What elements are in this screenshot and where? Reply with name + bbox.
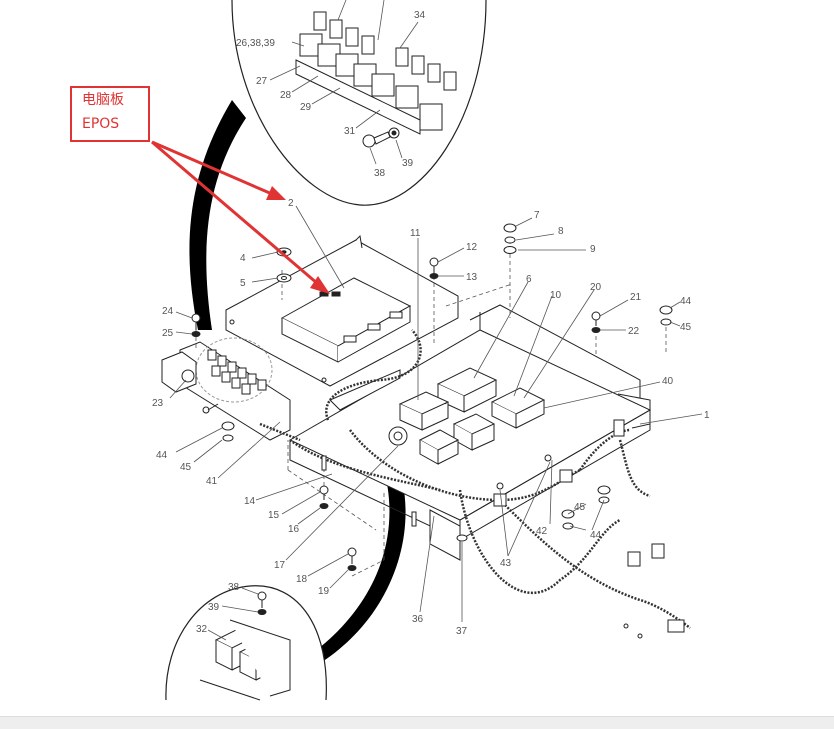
label-4: 4 <box>240 253 246 264</box>
annotation-arrows <box>151 140 330 294</box>
guide-lines <box>195 240 667 577</box>
label-8: 8 <box>558 226 564 237</box>
label-16: 16 <box>288 524 300 535</box>
label-13: 13 <box>466 272 478 283</box>
label-9: 9 <box>590 244 596 255</box>
label-20: 20 <box>590 282 602 293</box>
label-38-top: 38 <box>374 168 386 179</box>
label-25: 25 <box>162 328 174 339</box>
label-10: 10 <box>550 290 562 301</box>
label-39-bottom: 39 <box>208 602 220 613</box>
label-36: 36 <box>412 614 424 625</box>
label-44-bottom: 44 <box>590 530 602 541</box>
epos-annotation-box: 电脑板 EPOS <box>70 86 150 142</box>
left-relay-strip <box>161 337 291 441</box>
label-38-bottom: 38 <box>228 582 240 593</box>
top-connector-band <box>189 100 246 330</box>
label-19: 19 <box>318 586 330 597</box>
annotation-epos-label: EPOS <box>82 116 120 132</box>
wiring-harness <box>259 329 691 629</box>
label-44-right: 44 <box>680 296 692 307</box>
label-43: 43 <box>500 558 512 569</box>
label-22: 22 <box>628 326 640 337</box>
harness-connectors <box>493 419 685 639</box>
label-27: 27 <box>256 76 268 87</box>
label-1: 1 <box>704 410 710 421</box>
label-32: 32 <box>196 624 208 635</box>
label-40: 40 <box>662 376 674 387</box>
label-44-left: 44 <box>156 450 168 461</box>
label-26-38-39: 26,38,39 <box>236 38 275 49</box>
label-41: 41 <box>206 476 218 487</box>
epos-board <box>280 277 412 363</box>
label-12: 12 <box>466 242 478 253</box>
annotation-chinese-label: 电脑板 <box>82 92 124 108</box>
label-15: 15 <box>268 510 280 521</box>
label-5: 5 <box>240 278 246 289</box>
bottom-detail-circle <box>165 585 327 701</box>
label-37: 37 <box>456 626 468 637</box>
label-2: 2 <box>288 198 294 209</box>
label-34: 34 <box>414 10 426 21</box>
bottom-edge-band <box>0 716 834 729</box>
label-45-right: 45 <box>680 322 692 333</box>
label-21: 21 <box>630 292 642 303</box>
leader-lines <box>169 205 703 622</box>
label-7: 7 <box>534 210 540 221</box>
label-6: 6 <box>526 274 532 285</box>
relay-blocks <box>388 367 546 465</box>
label-17: 17 <box>274 560 286 571</box>
label-45-left: 45 <box>180 462 192 473</box>
label-23: 23 <box>152 398 164 409</box>
label-24: 24 <box>162 306 174 317</box>
label-11: 11 <box>410 228 421 239</box>
label-18: 18 <box>296 574 308 585</box>
label-29: 29 <box>300 102 312 113</box>
label-45-bottom: 45 <box>574 502 586 513</box>
top-detail-circle <box>231 0 487 206</box>
label-39-top: 39 <box>402 158 414 169</box>
part-labels: 1 2 4 5 6 7 8 9 10 11 12 13 14 15 16 17 … <box>152 10 710 637</box>
label-14: 14 <box>244 496 256 507</box>
label-28: 28 <box>280 90 292 101</box>
label-42: 42 <box>536 526 548 537</box>
label-31: 31 <box>344 126 356 137</box>
